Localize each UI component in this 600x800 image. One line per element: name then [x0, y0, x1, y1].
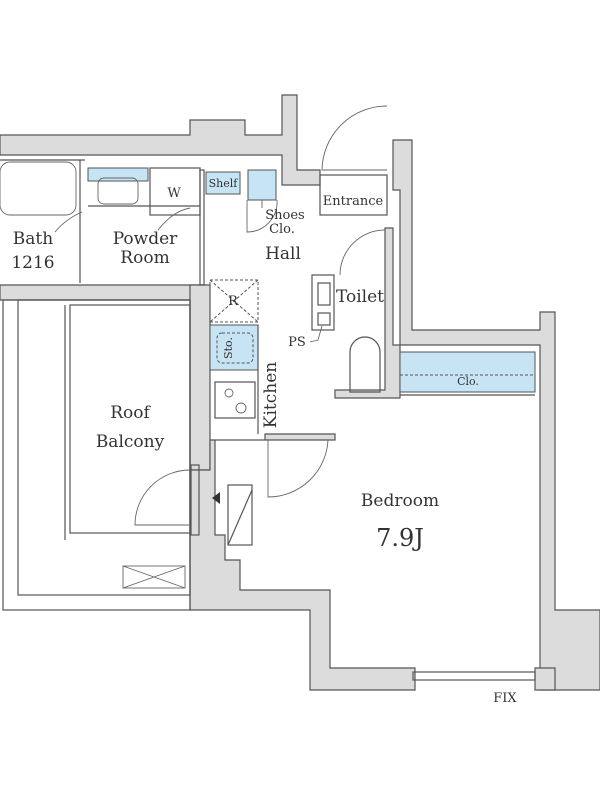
stove-icon — [214, 381, 256, 419]
shoes-closet-label: Shoes — [265, 208, 304, 223]
meter-diagonal — [227, 489, 253, 546]
meter-box — [227, 484, 253, 546]
leader-line — [54, 211, 83, 233]
entrance-step — [319, 174, 388, 216]
roof-balcony-outline — [2, 299, 191, 611]
powder-room-label: Powder — [113, 229, 178, 249]
leader-line — [309, 325, 323, 343]
wall-toilet — [334, 227, 401, 399]
hall-label: Hall — [265, 244, 301, 264]
wall-bottom-right — [534, 667, 556, 691]
sink — [216, 332, 254, 364]
vanity-storage — [87, 167, 149, 182]
bathtub — [0, 161, 77, 216]
fridge-cross — [209, 279, 259, 323]
sink-icon — [97, 177, 139, 205]
toilet-partition — [311, 274, 335, 331]
ps-label: PS — [288, 335, 306, 350]
storage-label: Sto. — [222, 337, 235, 359]
kitchen-label: Kitchen — [261, 362, 281, 428]
wall-balcony-top — [0, 284, 206, 301]
roof-balcony-label-2: Balcony — [96, 432, 165, 452]
bedroom-closet — [399, 351, 536, 393]
entrance-label: Entrance — [323, 194, 384, 209]
bedroom-size-label: 7.9J — [376, 524, 424, 552]
shelf — [205, 171, 241, 195]
toilet-label: Toilet — [336, 287, 384, 307]
vent-box — [122, 565, 186, 589]
wall-bottom — [189, 433, 416, 691]
leader-line — [157, 207, 191, 231]
bedroom-door — [267, 439, 329, 498]
burner-icon — [235, 402, 247, 414]
fix-window — [412, 671, 536, 681]
vent-cross — [122, 565, 186, 589]
wall-right-upper — [392, 139, 600, 691]
shoes-door — [246, 199, 278, 233]
burner-icon — [224, 388, 234, 398]
wall-top-left — [0, 94, 321, 186]
refrigerator-label: R — [228, 294, 239, 309]
balcony-door — [134, 469, 191, 526]
wall-kitchen-left — [189, 284, 211, 471]
shelf-label: Shelf — [209, 177, 239, 190]
powder-partition — [199, 169, 205, 286]
shoes-closet-label-2: Clo. — [269, 222, 295, 237]
toilet-tank — [317, 282, 331, 306]
bedroom-label: Bedroom — [361, 491, 439, 511]
roof-balcony-label: Roof — [110, 403, 151, 423]
bath-label: Bath — [13, 229, 53, 249]
fix-label: FIX — [493, 691, 517, 706]
ps-box — [317, 312, 331, 326]
closet-label: Clo. — [457, 375, 479, 388]
entrance-door — [321, 105, 388, 171]
arrow-icon — [212, 492, 220, 504]
roof-balcony-deck — [69, 304, 191, 534]
balcony-window — [190, 464, 200, 536]
washer-label: W — [167, 186, 181, 201]
powder-room-label-2: Room — [120, 248, 169, 268]
shoes-closet — [247, 169, 277, 201]
bath-size-label: 1216 — [11, 253, 54, 273]
toilet-bowl — [349, 336, 381, 393]
toilet-door — [339, 229, 386, 276]
